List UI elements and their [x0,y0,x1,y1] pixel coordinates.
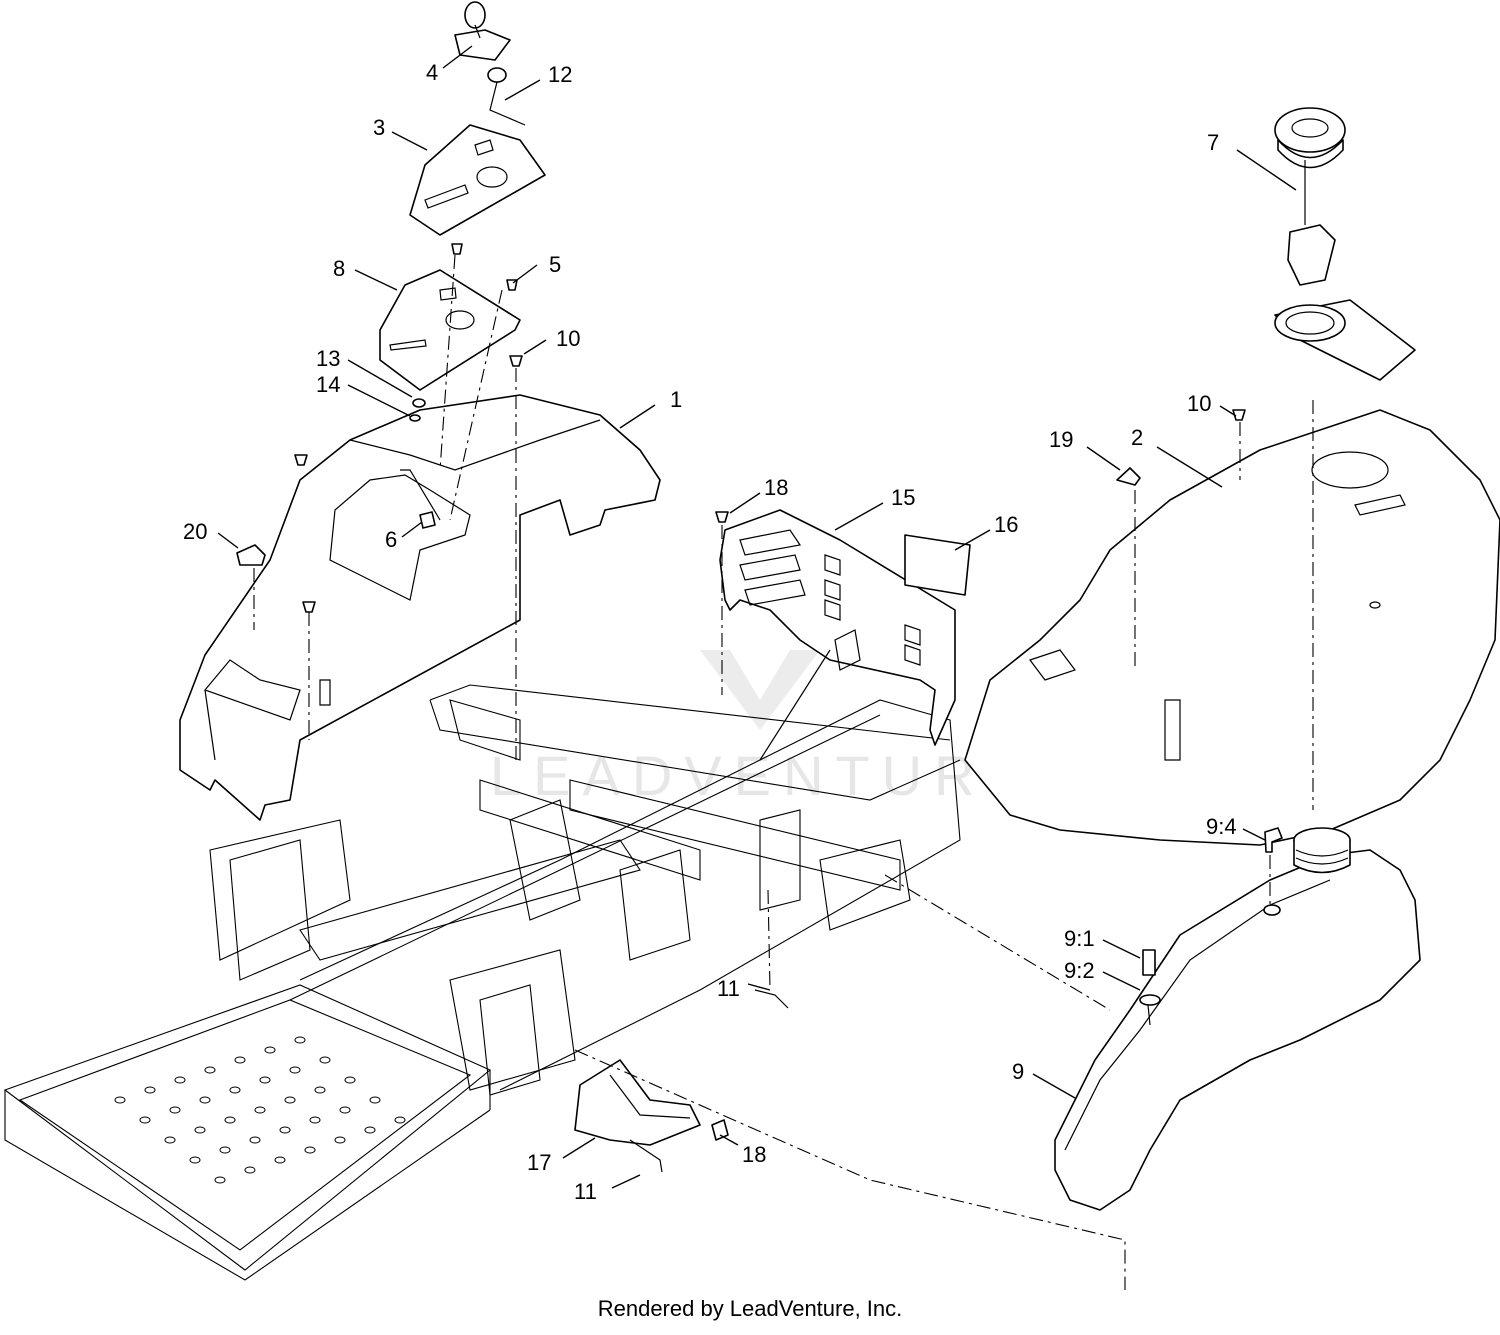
callout-1: 1 [670,387,682,412]
callout-18-bottom: 18 [742,1142,766,1167]
callout-20: 20 [183,519,207,544]
choke-cable-part-12 [487,67,526,126]
callout-8: 8 [333,256,345,281]
callout-12: 12 [548,62,572,87]
bolt-part-18-top [715,511,729,523]
control-plate-part-3 [409,124,546,236]
callout-9-4: 9:4 [1206,814,1237,839]
callout-5: 5 [549,252,561,277]
callout-17: 17 [527,1150,551,1175]
screw-left-fender [294,454,308,466]
grommet-part-9-2 [1139,994,1161,1026]
callout-10-left: 10 [556,326,580,351]
chassis-frame [3,684,961,1281]
render-credit: Rendered by LeadVenture, Inc. [597,1296,903,1321]
fuel-filler-opening [1311,451,1389,489]
callout-14: 14 [316,372,340,397]
callout-11-upper: 11 [717,976,740,1001]
right-fender-part-2 [964,409,1500,846]
callout-15: 15 [891,485,915,510]
callout-9: 9 [1012,1059,1024,1084]
fuel-fitting-part-9-1 [1142,949,1156,976]
nut-part-13 [412,398,426,408]
screw-part-10-left [509,355,523,367]
assembly-lines [253,254,1314,1290]
bolt-part-18-bottom [711,1119,729,1141]
watermark-text: LEADVENTURE [490,744,1036,807]
bracket-part-17 [574,1059,701,1146]
clip-part-11-upper [754,989,789,1009]
callout-18-top: 18 [764,475,788,500]
fuel-cap-gasket-and-decal [1274,299,1416,381]
callout-19: 19 [1049,427,1073,452]
fasteners [294,243,1246,1141]
screw-left-lower [302,601,316,613]
screw-top [451,243,463,255]
callout-10-right: 10 [1187,391,1211,416]
decal-part-16 [904,534,971,596]
cap-part-20 [236,544,266,566]
fuel-tank-part-9 [1054,827,1421,1211]
footplate-holes [114,1036,406,1184]
leader-lines [217,45,1297,1189]
cap-part-19 [1116,467,1141,486]
callout-7: 7 [1207,130,1219,155]
callout-labels: 4 12 3 7 8 5 10 13 14 1 10 19 2 18 15 16… [183,60,1237,1204]
leadventure-watermark: LEADVENTURE [490,650,1036,807]
callout-13: 13 [316,346,340,371]
callout-9-1: 9:1 [1064,926,1095,951]
callout-3: 3 [373,115,385,140]
fuel-fitting-part-9-4 [1264,827,1283,853]
callout-6: 6 [385,527,397,552]
throttle-control-part-4 [454,1,511,61]
screw-part-10-right [1232,409,1246,421]
fuel-cap-part-7 [1274,107,1346,286]
callout-16: 16 [994,512,1018,537]
callout-4: 4 [426,60,438,85]
callout-2: 2 [1131,425,1143,450]
clip-part-11-lower [629,1139,663,1173]
left-fender-part-1 [179,394,661,821]
callout-9-2: 9:2 [1064,958,1095,983]
callout-11-lower: 11 [574,1179,597,1204]
washer-part-14 [409,414,421,422]
clip-part-6 [419,511,436,529]
